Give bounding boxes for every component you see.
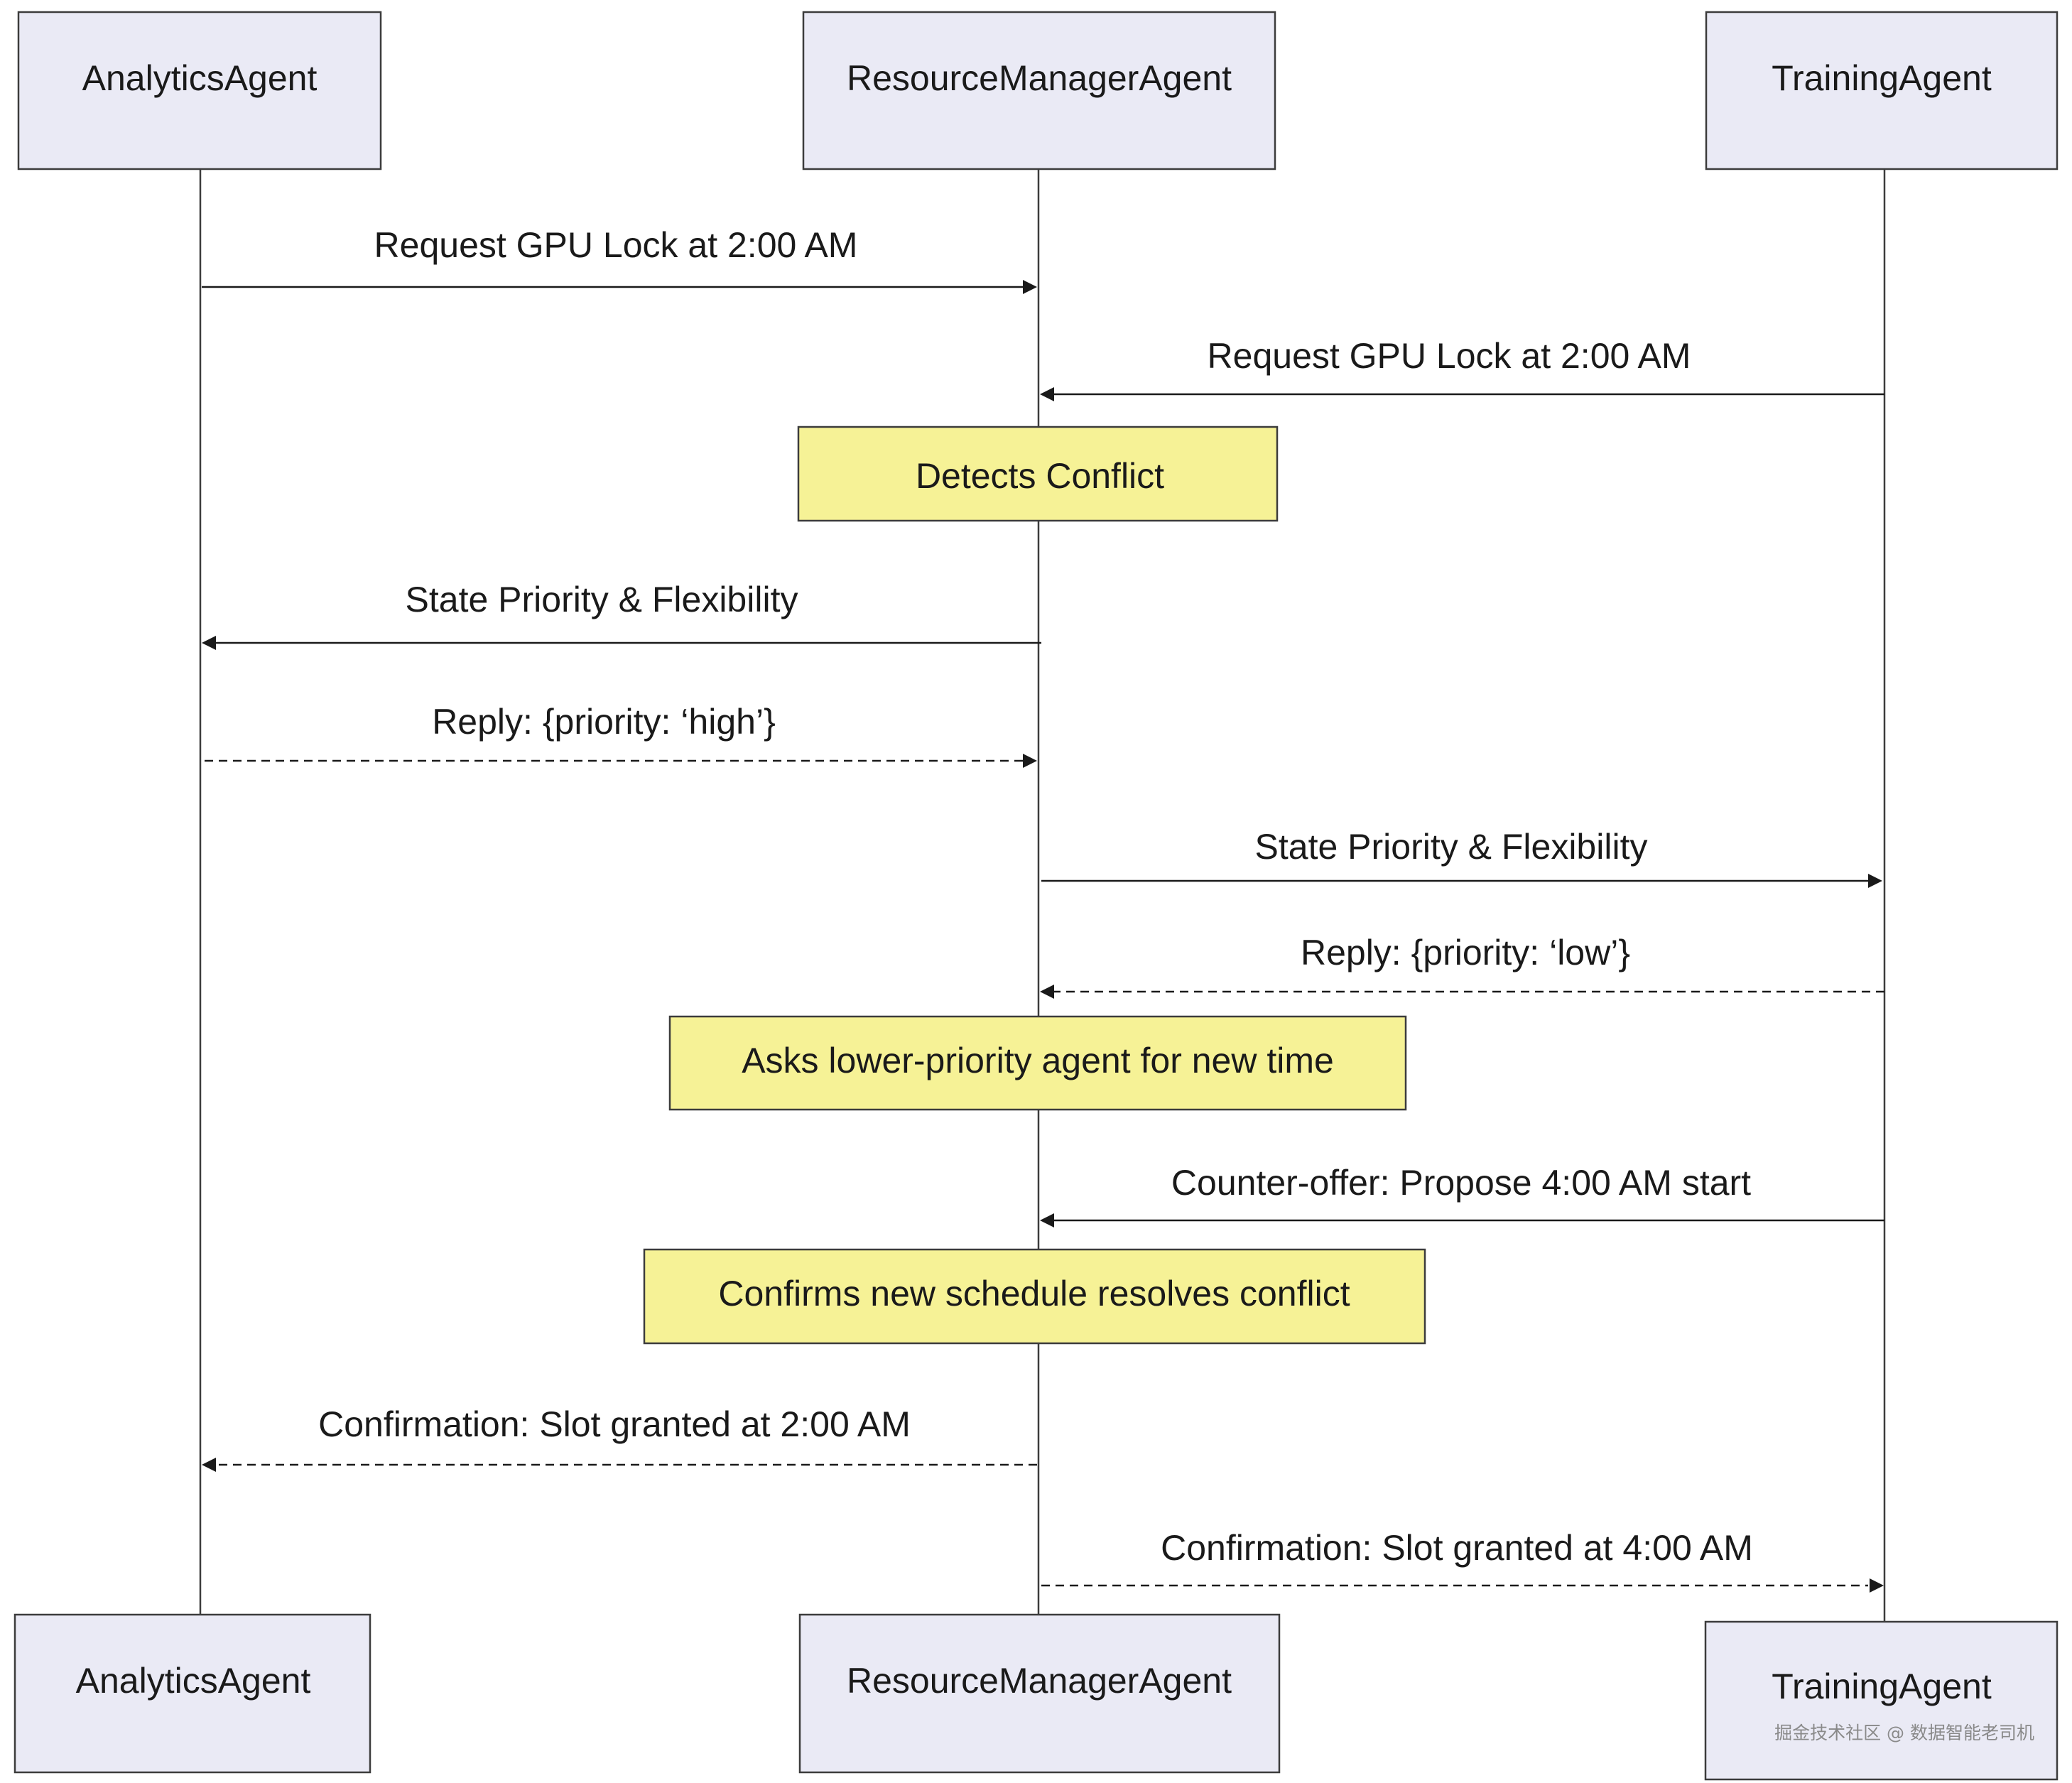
actor-training-top-label: TrainingAgent bbox=[1772, 58, 1992, 98]
arrowhead-left bbox=[1040, 387, 1054, 401]
message-request-gpu-lock-training: Request GPU Lock at 2:00 AM bbox=[1040, 336, 1884, 401]
actor-analytics-top-label: AnalyticsAgent bbox=[82, 58, 318, 98]
note-label: Asks lower-priority agent for new time bbox=[742, 1041, 1334, 1080]
actor-training-top: TrainingAgent bbox=[1705, 11, 2059, 170]
message-counter-offer: Counter-offer: Propose 4:00 AM start bbox=[1040, 1163, 1884, 1227]
message-request-gpu-lock-analytics: Request GPU Lock at 2:00 AM bbox=[202, 225, 1037, 294]
note-label: Confirms new schedule resolves conflict bbox=[718, 1274, 1350, 1313]
arrowhead-left bbox=[202, 1458, 216, 1472]
arrowhead-right bbox=[1023, 280, 1037, 294]
message-state-priority-training: State Priority & Flexibility bbox=[1041, 827, 1882, 888]
message-label: Request GPU Lock at 2:00 AM bbox=[374, 225, 858, 265]
message-label: State Priority & Flexibility bbox=[1255, 827, 1648, 867]
arrowhead-right bbox=[1868, 874, 1882, 888]
message-label: Reply: {priority: ‘low’} bbox=[1301, 933, 1630, 972]
watermark-text: 掘金技术社区 @ 数据智能老司机 bbox=[1774, 1723, 2034, 1743]
message-label: Counter-offer: Propose 4:00 AM start bbox=[1171, 1163, 1751, 1203]
actor-training-bottom-label: TrainingAgent bbox=[1772, 1667, 1992, 1706]
message-label: State Priority & Flexibility bbox=[406, 580, 798, 619]
note-confirms-new-schedule: Confirms new schedule resolves conflict bbox=[643, 1248, 1426, 1345]
actor-analytics-bottom-label: AnalyticsAgent bbox=[76, 1661, 311, 1701]
message-label: Confirmation: Slot granted at 4:00 AM bbox=[1161, 1528, 1753, 1568]
actor-training-bottom: TrainingAgent bbox=[1704, 1620, 2059, 1781]
arrowhead-right bbox=[1023, 754, 1037, 768]
arrowhead-left bbox=[1040, 985, 1054, 999]
actor-resource-bottom-label: ResourceManagerAgent bbox=[847, 1661, 1232, 1701]
actor-resource-top-label: ResourceManagerAgent bbox=[847, 58, 1232, 98]
actor-resource-top: ResourceManagerAgent bbox=[802, 11, 1276, 170]
message-label: Reply: {priority: ‘high’} bbox=[432, 702, 776, 742]
note-asks-lower-priority-agent: Asks lower-priority agent for new time bbox=[668, 1015, 1407, 1111]
actor-resource-bottom: ResourceManagerAgent bbox=[798, 1613, 1281, 1774]
message-label: Request GPU Lock at 2:00 AM bbox=[1208, 336, 1691, 376]
arrowhead-left bbox=[1040, 1213, 1054, 1227]
actor-analytics-bottom: AnalyticsAgent bbox=[13, 1613, 371, 1774]
arrowhead-right bbox=[1870, 1578, 1884, 1593]
message-state-priority-analytics: State Priority & Flexibility bbox=[202, 580, 1041, 650]
message-label: Confirmation: Slot granted at 2:00 AM bbox=[318, 1404, 911, 1444]
actor-analytics-top: AnalyticsAgent bbox=[17, 11, 382, 170]
arrowhead-left bbox=[202, 636, 216, 650]
message-confirmation-slot-4am: Confirmation: Slot granted at 4:00 AM bbox=[1041, 1528, 1884, 1593]
note-label: Detects Conflict bbox=[916, 456, 1164, 496]
message-reply-priority-high: Reply: {priority: ‘high’} bbox=[205, 702, 1037, 768]
message-reply-priority-low: Reply: {priority: ‘low’} bbox=[1040, 933, 1884, 999]
note-detects-conflict: Detects Conflict bbox=[797, 426, 1279, 522]
message-confirmation-slot-2am: Confirmation: Slot granted at 2:00 AM bbox=[202, 1404, 1037, 1472]
